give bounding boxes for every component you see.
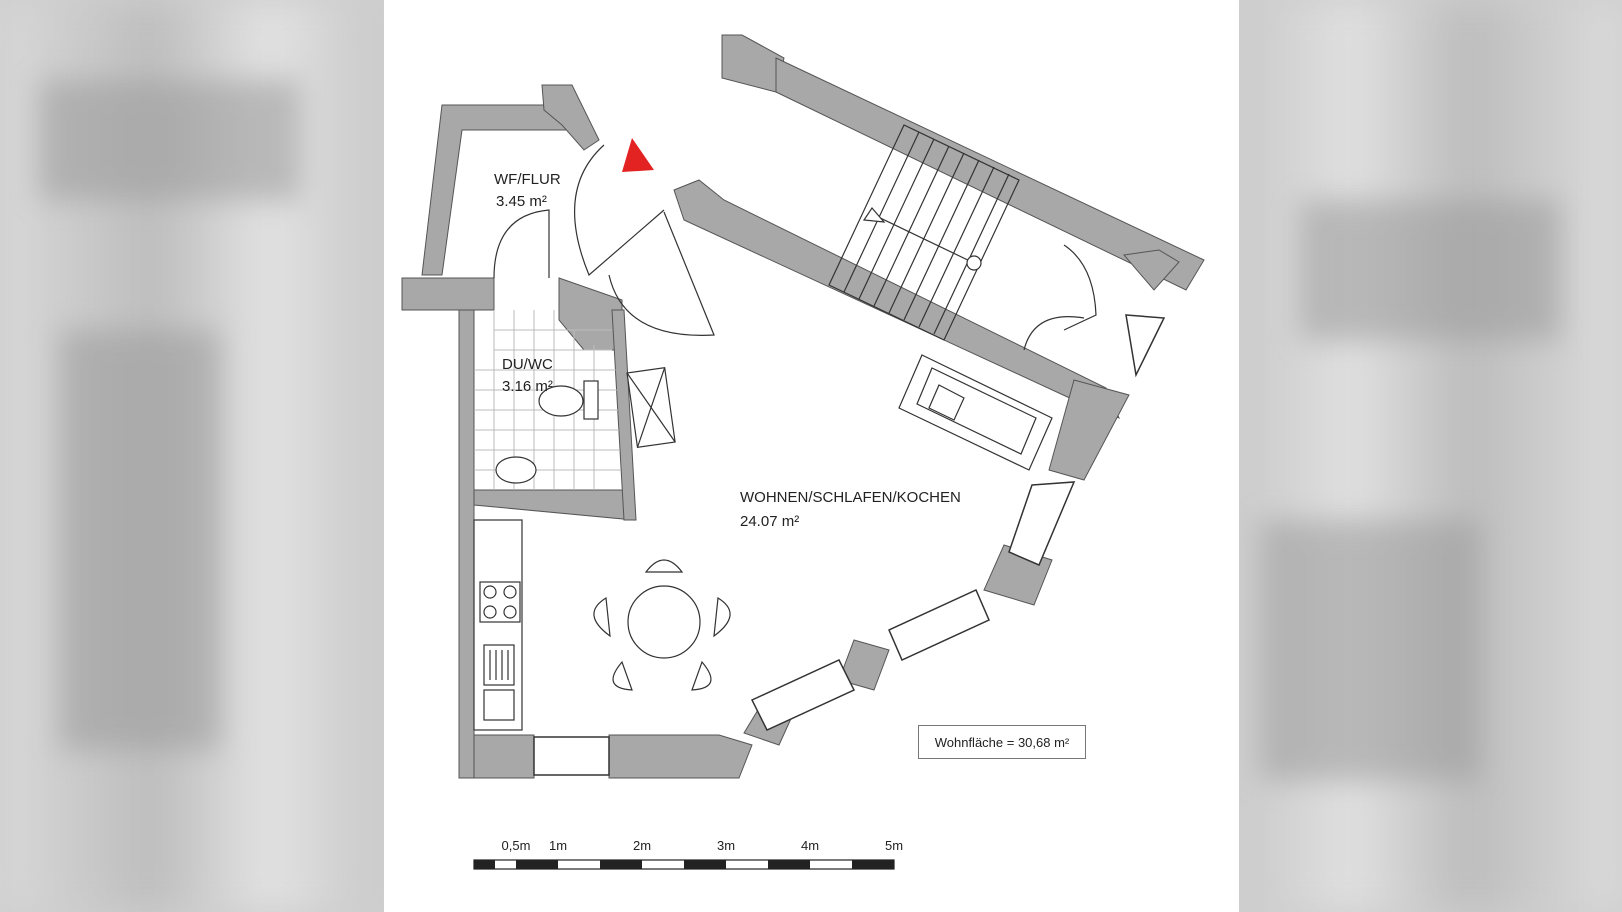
scale-label: 5m: [885, 838, 903, 853]
blurred-shape: [40, 80, 300, 200]
bed-inner: [916, 367, 1037, 455]
entry-marker-icon: [622, 138, 654, 172]
door-entry-swing: [608, 211, 715, 336]
room-area-bad: 3.16 m²: [502, 378, 553, 395]
floor-plan-drawing: WF/FLUR 3.45 m² DU/WC 3.16 m² WOHNEN/SCH…: [401, 34, 1205, 870]
wall-stair-end: [1123, 249, 1180, 291]
door-bad: [493, 209, 550, 279]
wall-flur-bottom: [401, 277, 495, 311]
stair-entry-marker-icon: [1125, 314, 1166, 378]
window-right: [1008, 481, 1076, 566]
stair-arrow-line: [873, 214, 975, 264]
door-stair-swing: [1023, 316, 1085, 351]
scale-label: 4m: [801, 838, 819, 853]
wall-right-pillar: [1048, 379, 1130, 481]
wall-flur-top-right: [541, 84, 600, 151]
bed: [898, 354, 1053, 471]
scale-label: 3m: [717, 838, 735, 853]
room-area-wohnen: 24.07 m²: [740, 513, 799, 530]
door-stair: [1063, 244, 1097, 331]
room-area-flur: 3.45 m²: [496, 193, 547, 210]
window-bottom: [533, 736, 610, 776]
staircase: [828, 124, 1020, 341]
toilet-tank: [583, 380, 599, 420]
room-label-bad: DU/WC: [502, 356, 553, 373]
wall-top-stub: [721, 34, 785, 93]
wall-bad-bottom: [473, 489, 635, 521]
wall-left-outer: [458, 309, 475, 779]
floor-plan-panel: WF/FLUR 3.45 m² DU/WC 3.16 m² WOHNEN/SCH…: [384, 0, 1239, 912]
blurred-shape: [60, 330, 220, 750]
furniture: [473, 354, 1053, 731]
scale-label: 1m: [549, 838, 567, 853]
scale-label: 2m: [633, 838, 651, 853]
scale-bar: 0,5m 1m 2m 3m 4m 5m: [473, 838, 903, 870]
dining-table: [627, 585, 701, 659]
windows: [533, 481, 1076, 776]
room-label-flur: WF/FLUR: [494, 171, 561, 188]
wall-stair-outer: [775, 57, 1205, 291]
wall-lower-pillar: [838, 639, 890, 691]
wall-flur-outer: [421, 104, 570, 276]
toilet: [538, 385, 584, 417]
total-area-box: Wohnfläche = 30,68 m²: [918, 725, 1086, 759]
chair: [644, 559, 684, 573]
kitchen-appliance: [483, 689, 515, 721]
chair: [593, 596, 611, 638]
chair: [713, 596, 731, 638]
stair-outline: [828, 124, 1020, 341]
window-lower-2: [888, 588, 990, 662]
blurred-shape: [1260, 520, 1480, 780]
blurred-shape: [1300, 200, 1560, 340]
washbasin: [495, 456, 537, 484]
pillow: [928, 384, 965, 421]
chair: [612, 660, 633, 691]
stair-start-circle: [966, 255, 982, 271]
walls: [401, 34, 1205, 779]
chair: [691, 660, 712, 691]
scale-label: 0,5m: [502, 838, 531, 853]
door-entry: [574, 144, 665, 276]
window-lower-1: [750, 659, 856, 731]
wall-bottom-middle: [608, 734, 753, 779]
doors: [493, 144, 1097, 351]
stair-arrow-head: [862, 207, 886, 223]
room-label-wohnen: WOHNEN/SCHLAFEN/KOCHEN: [740, 489, 961, 506]
sink: [483, 644, 515, 686]
